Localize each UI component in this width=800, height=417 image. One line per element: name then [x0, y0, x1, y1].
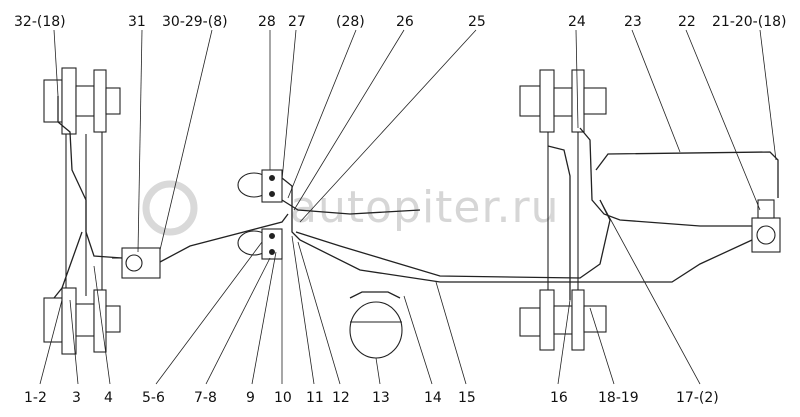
label-22: 22: [678, 14, 696, 30]
label-28-paren: (28): [336, 14, 365, 30]
brake-chamber-upper: [237, 169, 283, 203]
label-31: 31: [128, 14, 146, 30]
rear-valve: [751, 199, 781, 253]
label-1-2: 1-2: [24, 390, 47, 406]
label-25: 25: [468, 14, 486, 30]
air-tank: [349, 301, 403, 359]
relay-valve: [112, 247, 161, 279]
label-4: 4: [104, 390, 113, 406]
pipes: [53, 96, 779, 300]
label-16: 16: [550, 390, 568, 406]
label-28: 28: [258, 14, 276, 30]
label-3: 3: [72, 390, 81, 406]
label-11: 11: [306, 390, 324, 406]
label-12: 12: [332, 390, 350, 406]
label-21-20-18: 21-20-(18): [712, 14, 786, 30]
label-13: 13: [372, 390, 390, 406]
watermark: autopiter.ru: [142, 180, 560, 236]
label-26: 26: [396, 14, 414, 30]
leader-lines: [39, 29, 777, 385]
front-axle: [43, 67, 121, 355]
label-17-2: 17-(2): [676, 390, 719, 406]
label-27: 27: [288, 14, 306, 30]
label-32-18: 32-(18): [14, 14, 66, 30]
bottom-labels: 1-2 3 4 5-6 7-8 9 10 11 12 13 14 15 16 1…: [24, 390, 719, 406]
label-18-19: 18-19: [598, 390, 639, 406]
label-7-8: 7-8: [194, 390, 217, 406]
label-10: 10: [274, 390, 292, 406]
label-9: 9: [246, 390, 255, 406]
label-5-6: 5-6: [142, 390, 165, 406]
label-15: 15: [458, 390, 476, 406]
top-labels: 32-(18) 31 30-29-(8) 28 27 (28) 26 25 24…: [14, 14, 786, 30]
rear-axle: [519, 69, 607, 351]
label-30-29-8: 30-29-(8): [162, 14, 228, 30]
watermark-text: autopiter.ru: [290, 182, 560, 233]
label-23: 23: [624, 14, 642, 30]
label-24: 24: [568, 14, 586, 30]
label-14: 14: [424, 390, 442, 406]
brake-chamber-lower: [237, 228, 283, 260]
